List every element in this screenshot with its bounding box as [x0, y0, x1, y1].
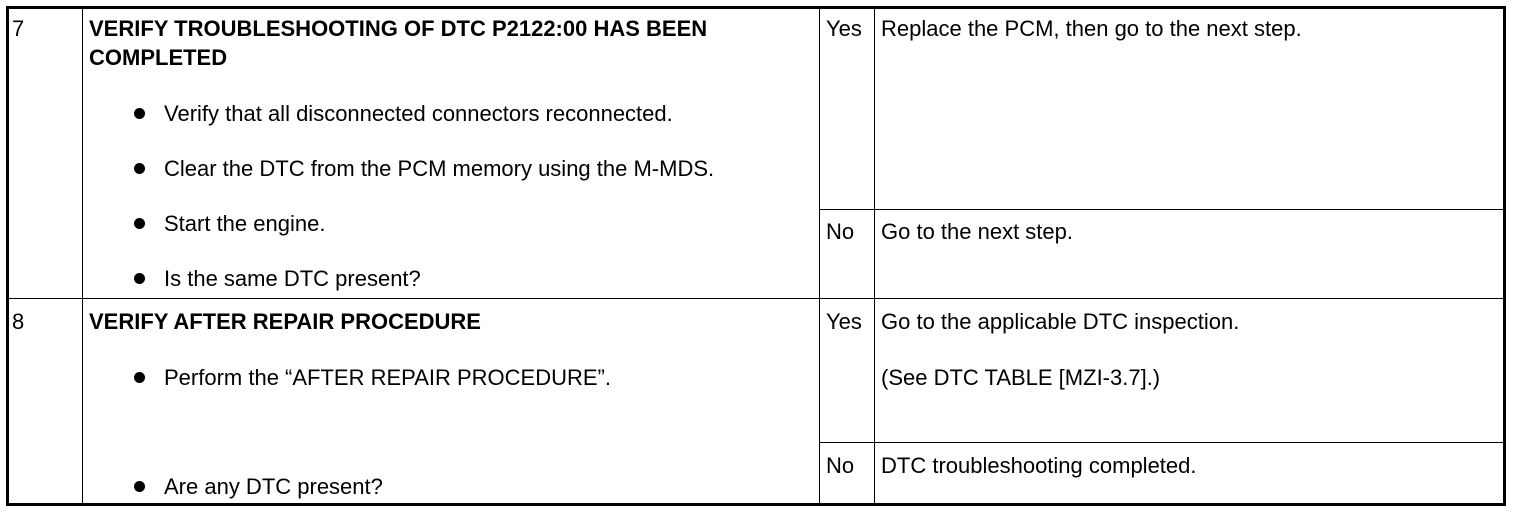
- step-title: VERIFY TROUBLESHOOTING OF DTC P2122:00 H…: [89, 16, 708, 41]
- yes-action-reference: (See DTC TABLE [MZI-3.7].): [881, 365, 1161, 390]
- yes-label: Yes: [826, 16, 862, 41]
- list-item: Start the engine.: [164, 211, 326, 236]
- yes-label: Yes: [826, 309, 862, 334]
- bullet-icon: [134, 218, 145, 229]
- no-label: No: [826, 219, 855, 244]
- yes-no-divider-step8: [819, 442, 1503, 443]
- column-divider-result: [874, 9, 875, 503]
- column-divider-action: [819, 9, 820, 503]
- bullet-icon: [134, 108, 145, 119]
- list-item: Verify that all disconnected connectors …: [164, 101, 673, 126]
- list-item: Are any DTC present?: [164, 474, 383, 499]
- step-title-continued: COMPLETED: [89, 45, 228, 70]
- no-action: DTC troubleshooting completed.: [881, 453, 1197, 478]
- yes-action: Replace the PCM, then go to the next ste…: [881, 16, 1302, 41]
- bullet-icon: [134, 481, 145, 492]
- list-item: Clear the DTC from the PCM memory using …: [164, 156, 715, 181]
- column-divider-step: [82, 9, 83, 503]
- step-title: VERIFY AFTER REPAIR PROCEDURE: [89, 309, 481, 334]
- step-number: 7: [12, 16, 25, 41]
- bullet-icon: [134, 372, 145, 383]
- yes-action: Go to the applicable DTC inspection.: [881, 309, 1240, 334]
- bullet-icon: [134, 273, 145, 284]
- no-label: No: [826, 453, 855, 478]
- procedure-table: [6, 6, 1506, 506]
- row-divider: [9, 298, 1503, 299]
- list-item: Perform the “AFTER REPAIR PROCEDURE”.: [164, 365, 611, 390]
- list-item: Is the same DTC present?: [164, 266, 421, 291]
- bullet-icon: [134, 163, 145, 174]
- yes-no-divider-step7: [819, 209, 1503, 210]
- step-number: 8: [12, 309, 25, 334]
- no-action: Go to the next step.: [881, 219, 1074, 244]
